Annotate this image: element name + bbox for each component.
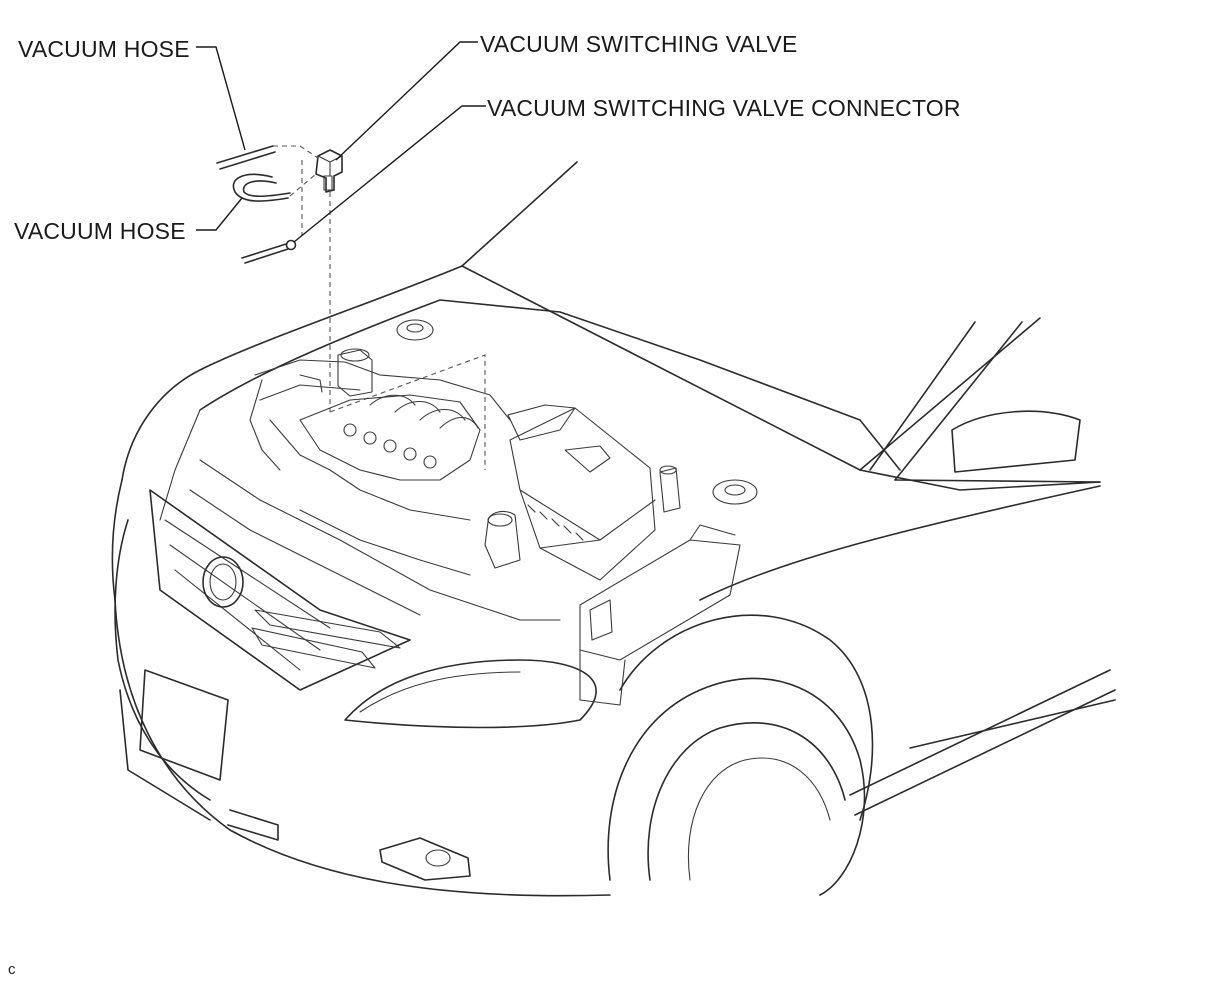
car-body xyxy=(111,161,1116,816)
engine-assembly xyxy=(249,319,758,576)
label-vacuum-hose-top: VACUUM HOSE xyxy=(18,36,190,62)
vacuum-hose-u-shaped xyxy=(232,173,291,202)
battery-area xyxy=(579,524,741,706)
front-wheel xyxy=(607,614,874,896)
front-bumper xyxy=(114,519,611,897)
corner-mark: c xyxy=(8,961,16,978)
label-vacuum-hose-bottom: VACUUM HOSE xyxy=(14,218,186,244)
front-grille xyxy=(149,489,411,691)
label-vacuum-switching-valve: VACUUM SWITCHING VALVE xyxy=(480,31,798,57)
alignment-dashes xyxy=(273,145,486,470)
headlamp xyxy=(344,659,597,729)
vacuum-switching-valve-connector xyxy=(241,239,297,264)
license-plate xyxy=(139,669,229,781)
label-vacuum-switching-valve-connector: VACUUM SWITCHING VALVE CONNECTOR xyxy=(487,95,961,121)
vacuum-hose-straight xyxy=(216,145,276,170)
emblem xyxy=(202,556,244,608)
reservoir xyxy=(484,465,681,569)
radiator-support xyxy=(189,459,561,621)
air-cleaner xyxy=(507,404,656,581)
fog-lamp xyxy=(379,837,471,881)
leader-lines xyxy=(196,41,486,243)
vacuum-switching-valve xyxy=(315,149,343,193)
